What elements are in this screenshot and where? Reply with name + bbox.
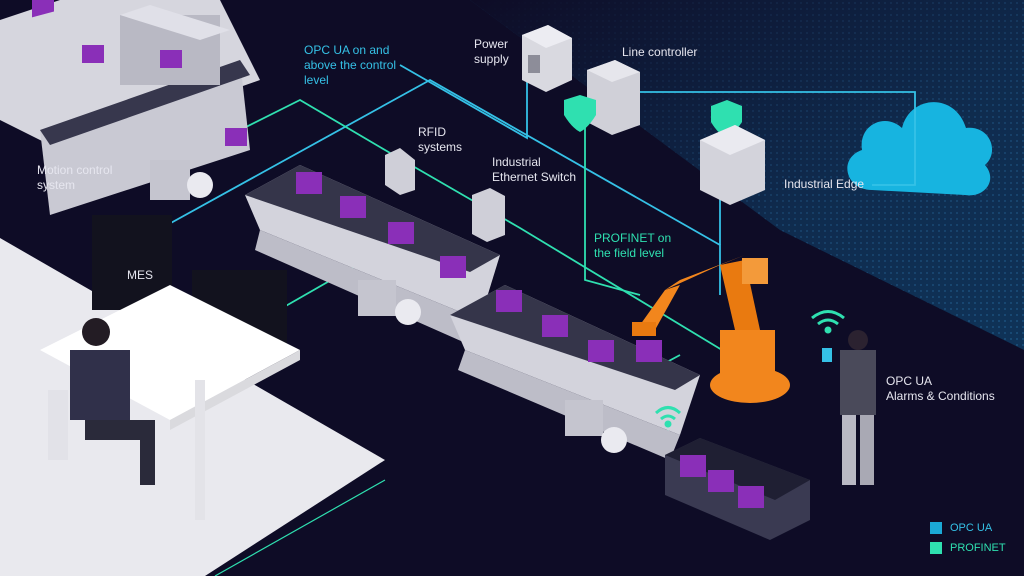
rfid-systems-label: RFID systems xyxy=(418,125,463,154)
legend-item-opcua: OPC UA xyxy=(930,522,1006,534)
wifi-icon xyxy=(811,310,845,334)
conveyor-1 xyxy=(0,0,260,215)
wifi-icon-agv xyxy=(654,406,682,428)
line-controller-device xyxy=(587,60,640,135)
opcua-control-level-label: OPC UA on and above the control level xyxy=(304,43,397,87)
conveyor-3 xyxy=(450,285,700,460)
legend-swatch-opcua xyxy=(930,522,942,534)
industrial-edge-label: Industrial Edge xyxy=(784,177,865,191)
operator-at-desk xyxy=(48,318,155,485)
industrial-ethernet-switch-label: Industrial Ethernet Switch xyxy=(492,155,577,184)
security-shield-icon xyxy=(564,95,596,132)
floor-edge-line xyxy=(214,479,386,576)
power-supply-device xyxy=(522,25,572,92)
opcua-alarms-label: OPC UA Alarms & Conditions xyxy=(886,374,995,403)
legend-label-profinet: PROFINET xyxy=(950,542,1006,554)
conveyor-2 xyxy=(245,165,500,345)
legend-swatch-profinet xyxy=(930,542,942,554)
cloud-icon xyxy=(847,102,993,196)
mes-label: MES xyxy=(127,268,154,282)
industrial-edge-device xyxy=(700,125,765,205)
agv-vehicle xyxy=(665,438,810,540)
ethernet-switch-device xyxy=(472,188,505,242)
mes-desk xyxy=(40,215,300,520)
line-controller-label: Line controller xyxy=(622,45,698,59)
power-supply-label: Power supply xyxy=(474,37,509,66)
profinet-field-level-label: PROFINET on the field level xyxy=(594,231,672,260)
operator-with-tablet xyxy=(822,330,876,485)
legend-item-profinet: PROFINET xyxy=(930,542,1006,554)
robot-arm xyxy=(632,255,790,403)
motion-control-label: Motion control system xyxy=(37,163,113,192)
legend: OPC UA PROFINET xyxy=(930,522,1006,562)
legend-label-opcua: OPC UA xyxy=(950,522,993,534)
rfid-device xyxy=(385,148,415,195)
